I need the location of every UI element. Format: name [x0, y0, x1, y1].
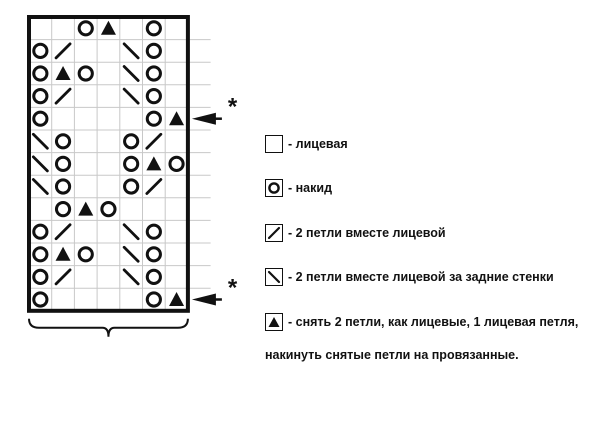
ssk-icon	[31, 155, 49, 173]
chart-symbols	[31, 20, 185, 308]
yarn-over-icon	[145, 110, 162, 127]
k2tog-icon	[265, 224, 283, 242]
legend-label-ssk: - 2 петли вместе лицевой за задние стенк…	[288, 270, 554, 284]
yarn-over-icon	[54, 155, 72, 172]
k2tog-icon	[54, 268, 72, 286]
yarn-over-icon	[32, 42, 49, 60]
yarn-over-icon	[54, 178, 72, 195]
yarn-over-icon	[145, 291, 162, 308]
k2tog-icon	[54, 223, 72, 241]
yarn-over-icon	[32, 88, 49, 105]
legend-label-decrease-continued: накинуть снятые петли на провязанные.	[265, 348, 519, 362]
yarn-over-icon	[265, 179, 283, 197]
legend-item-k2tog: - 2 петли вместе лицевой	[265, 224, 446, 242]
triangle-decrease-icon	[169, 111, 185, 126]
legend-label-decrease: - снять 2 петли, как лицевые, 1 лицевая …	[288, 315, 579, 329]
yarn-over-icon	[123, 155, 140, 172]
yarn-over-icon	[145, 246, 162, 263]
legend-item-decrease: - снять 2 петли, как лицевые, 1 лицевая …	[265, 313, 578, 331]
triangle-decrease-icon	[265, 313, 283, 331]
yarn-over-icon	[32, 110, 49, 127]
row-marker-asterisk: *	[228, 94, 238, 121]
ssk-icon	[265, 268, 283, 286]
legend-label-yarn-over: - накид	[288, 181, 333, 195]
yarn-over-icon	[145, 223, 162, 240]
yarn-over-icon	[32, 268, 49, 285]
legend-label-k2tog: - 2 петли вместе лицевой	[288, 226, 446, 240]
k2tog-icon	[54, 87, 72, 105]
legend-label-knit: - лицевая	[288, 137, 348, 151]
k2tog-icon	[145, 178, 163, 195]
yarn-over-icon	[145, 268, 162, 285]
ssk-icon	[122, 65, 140, 82]
yarn-over-icon	[32, 65, 49, 82]
ssk-icon	[31, 178, 49, 195]
yarn-over-icon	[145, 88, 162, 105]
ssk-icon	[122, 87, 140, 105]
chart-grid	[29, 17, 211, 311]
legend-item-yarn-over: - накид	[265, 179, 332, 197]
row-marker-arrow-icon	[191, 293, 216, 306]
yarn-over-icon	[145, 65, 162, 82]
yarn-over-icon	[123, 178, 140, 195]
triangle-decrease-icon	[100, 20, 116, 35]
yarn-over-icon	[77, 65, 94, 82]
yarn-over-icon	[145, 42, 162, 60]
knit-stitch-icon	[265, 135, 283, 153]
chart-frame	[27, 15, 190, 337]
k2tog-icon	[54, 42, 72, 60]
ssk-icon	[122, 245, 140, 263]
triangle-decrease-icon	[55, 246, 71, 261]
triangle-decrease-icon	[55, 66, 71, 80]
row-marker-arrow-icon	[191, 112, 216, 125]
yarn-over-icon	[77, 246, 94, 263]
legend-item-ssk: - 2 петли вместе лицевой за задние стенк…	[265, 268, 554, 286]
row-marker-asterisk: *	[228, 275, 238, 302]
chart-border	[27, 15, 190, 313]
legend-item-knit: - лицевая	[265, 135, 348, 153]
triangle-decrease-icon	[146, 156, 162, 171]
chart-markers: **	[191, 94, 238, 306]
triangle-decrease-icon	[169, 292, 185, 306]
yarn-over-icon	[32, 291, 49, 308]
yarn-over-icon	[168, 155, 185, 172]
repeat-brace	[28, 318, 189, 337]
yarn-over-icon	[54, 201, 72, 218]
ssk-icon	[122, 42, 140, 60]
yarn-over-icon	[54, 133, 72, 150]
ssk-icon	[122, 268, 140, 286]
triangle-decrease-icon	[78, 201, 94, 216]
yarn-over-icon	[100, 201, 117, 218]
ssk-icon	[31, 132, 49, 150]
yarn-over-icon	[145, 20, 162, 37]
yarn-over-icon	[77, 20, 94, 37]
yarn-over-icon	[123, 133, 140, 150]
ssk-icon	[122, 223, 140, 241]
k2tog-icon	[145, 132, 163, 150]
yarn-over-icon	[32, 223, 49, 240]
yarn-over-icon	[32, 246, 49, 263]
